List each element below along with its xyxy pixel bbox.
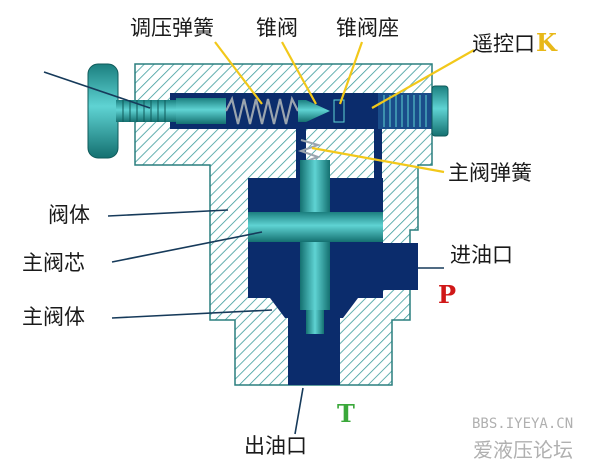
pilot-channel-left [296,128,306,180]
pilot-channel-right [374,105,382,180]
label-remote-port: 遥控口 [472,32,535,56]
leader-valve-body [107,209,229,217]
label-pressure-spring: 调压弹簧 [130,16,214,40]
watermark-site: 爱液压论坛 [473,438,573,462]
label-valve-body: 阀体 [48,203,90,227]
leader-outlet [294,387,304,435]
leader-knob [43,71,151,109]
label-cone-seat: 锥阀座 [336,16,399,40]
leader-pressure-spring [214,41,263,105]
main-spool-tip [306,310,324,334]
main-spool-stem-top [300,160,330,212]
leader-main-spool [111,231,263,263]
adjusting-screw [116,100,176,122]
label-main-spring: 主阀弹簧 [448,161,532,185]
main-valve-spring [297,139,322,164]
leader-remote-port [371,49,475,109]
watermark-url: BBS.IYEYA.CN [472,416,574,432]
main-spool-disc [248,212,383,242]
cone-valve [298,100,330,122]
label-cone-valve: 锥阀 [256,16,298,40]
main-spool-stem-mid [300,242,330,310]
leader-main-spring [311,146,445,174]
port-letter-P: P [438,280,457,309]
spring-seat [176,98,226,124]
label-main-valve-body: 主阀体 [22,305,85,329]
label-inlet: 进油口 [450,243,513,267]
label-main-spool: 主阀芯 [22,251,85,275]
leader-cone-seat [338,41,364,105]
remote-port-bore [378,93,432,129]
leader-main-valve-body [111,309,273,319]
remote-port-plug [431,85,449,137]
adjusting-knob[interactable] [87,63,119,159]
port-letter-T: T [337,399,355,428]
pressure-spring [225,95,299,125]
port-letter-K: K [536,28,557,57]
label-outlet: 出油口 [244,434,307,458]
cone-valve-seat [333,99,345,123]
leader-cone-valve [281,41,317,105]
inlet-passage [383,243,418,290]
